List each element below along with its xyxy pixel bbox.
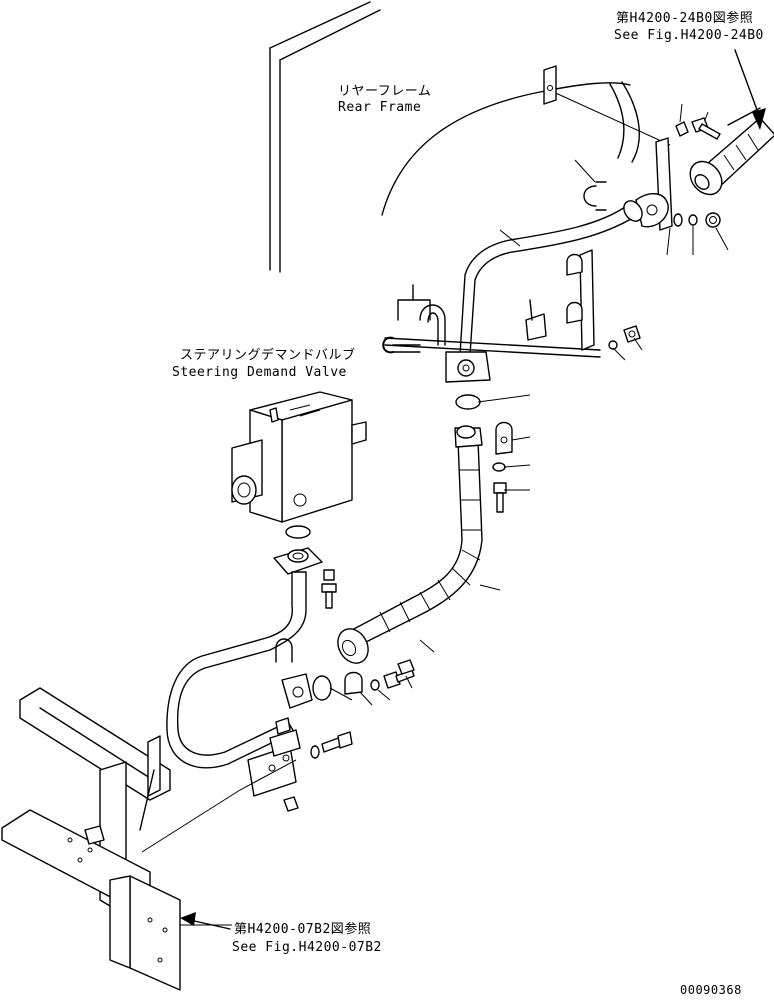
o-ring-mid — [455, 394, 481, 410]
valve-label-jp: ステアリングデマンドバルブ — [180, 348, 356, 363]
hose-end-hardware — [344, 659, 415, 695]
rear-frame-window — [269, 1, 381, 273]
lower-mount-bracket — [247, 717, 301, 812]
ref-top-jp: 第H4200-24B0図参照 — [616, 11, 754, 26]
rod-brackets — [525, 249, 641, 351]
arrow-top-ref — [734, 49, 766, 130]
split-flange-mid — [492, 421, 513, 513]
ref-top-en: See Fig.H4200-24B0 — [614, 28, 764, 43]
washers-right — [673, 212, 721, 228]
rear-frame-en: Rear Frame — [338, 100, 422, 115]
o-ring-valve — [285, 525, 311, 539]
flange-bracket — [635, 137, 673, 231]
upper-hose — [689, 107, 774, 196]
ref-bottom-en: See Fig.H4200-07B2 — [232, 940, 382, 955]
top-bracket — [543, 65, 557, 105]
u-clip-top — [583, 181, 607, 211]
arrow-bottom-ref — [180, 912, 231, 930]
steel-tube — [445, 200, 643, 383]
flexible-hose — [337, 425, 483, 664]
leader-lines — [141, 103, 729, 926]
frame-structure — [1, 687, 181, 991]
lower-bolt — [310, 731, 353, 759]
drawing-number: 00090368 — [680, 983, 742, 997]
valve-bolt — [321, 569, 337, 609]
clamp-assembly — [382, 284, 601, 358]
lower-steel-pipe — [166, 547, 323, 769]
rear-frame-outline — [381, 81, 671, 216]
ref-bottom-jp: 第H4200-07B2図参照 — [234, 922, 372, 937]
bolt-top-right — [675, 117, 721, 140]
steering-demand-valve — [231, 391, 367, 523]
valve-label-en: Steering Demand Valve — [172, 365, 347, 380]
rear-frame-jp: リヤーフレーム — [338, 84, 432, 99]
lower-pipe-flange — [275, 638, 332, 709]
